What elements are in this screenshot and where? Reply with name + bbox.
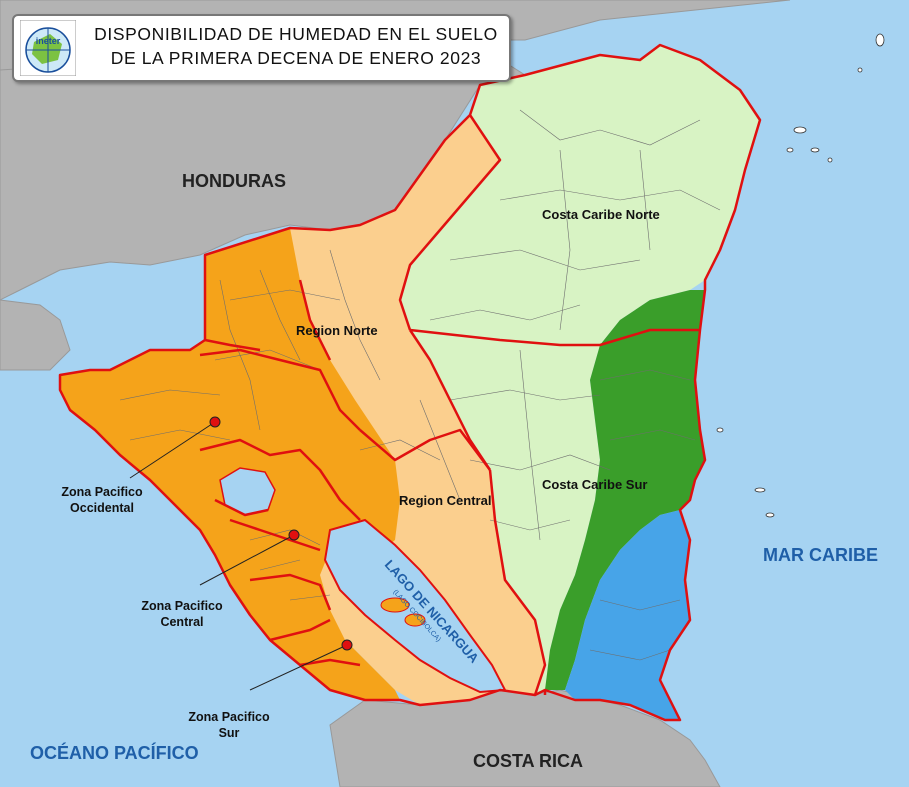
label-costa-rica: COSTA RICA — [473, 751, 583, 771]
zone-marker-central — [288, 529, 300, 541]
label-region-norte: Region Norte — [296, 323, 378, 338]
map-title-line-1: DISPONIBILIDAD DE HUMEDAD EN EL SUELO — [94, 24, 498, 44]
zone-orange — [60, 228, 400, 700]
label-zona-pacifico-sur: Zona Pacifico Sur — [175, 709, 283, 741]
label-zona-pacifico-central: Zona Pacifico Central — [128, 598, 236, 630]
label-costa-caribe-sur: Costa Caribe Sur — [542, 477, 648, 492]
zone-marker-occidental — [209, 416, 221, 428]
label-zona-pacifico-occidental: Zona Pacifico Occidental — [48, 484, 156, 516]
zone-pointers — [129, 421, 348, 691]
zone-sur-line-1: Zona Pacifico — [188, 710, 270, 724]
region-boundaries — [58, 43, 762, 722]
ometepe-island-2 — [404, 613, 426, 627]
zone-central-line-2: Central — [160, 615, 204, 629]
zone-blue — [565, 510, 690, 720]
zone-sur-line-2: Sur — [218, 726, 240, 740]
ometepe-island — [380, 597, 410, 613]
municipal-lines — [119, 109, 721, 661]
ineter-logo: ineter — [20, 20, 76, 76]
map-title-line-2: DE LA PRIMERA DECENA DE ENERO 2023 — [110, 48, 482, 68]
zone-green — [545, 290, 705, 690]
logo-text: ineter — [36, 36, 61, 46]
el-salvador-land — [0, 299, 71, 371]
label-oceano-pacifico: OCÉANO PACÍFICO — [30, 743, 199, 763]
zone-marker-sur — [341, 639, 353, 651]
zone-central-line-1: Zona Pacifico — [141, 599, 223, 613]
zone-occidental-line-2: Occidental — [70, 501, 134, 515]
lake-nicaragua — [323, 518, 507, 694]
zone-occidental-line-1: Zona Pacifico — [61, 485, 143, 499]
zone-light-green — [400, 45, 760, 695]
label-mar-caribe: MAR CARIBE — [763, 545, 878, 565]
map-title-box: ineter DISPONIBILIDAD DE HUMEDAD EN EL S… — [12, 14, 511, 82]
cays — [716, 33, 885, 518]
label-honduras: HONDURAS — [182, 171, 287, 191]
label-region-central: Region Central — [399, 493, 492, 508]
label-costa-caribe-norte: Costa Caribe Norte — [542, 207, 660, 222]
